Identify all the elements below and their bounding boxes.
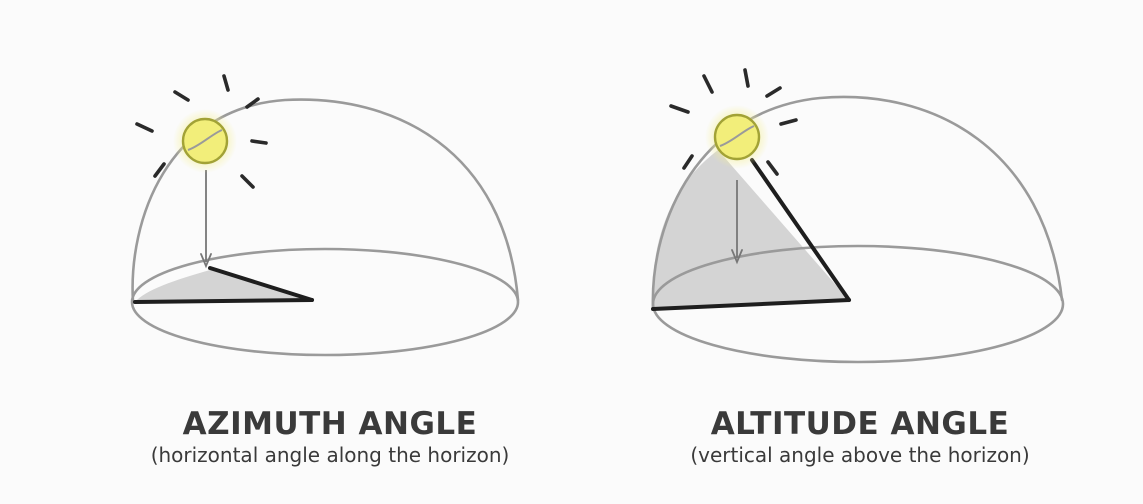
azimuth-direction-line <box>208 266 314 302</box>
altitude-direction-line <box>750 158 851 302</box>
arrow-head-icon <box>731 249 743 265</box>
altitude-caption: ALTITUDE ANGLE (vertical angle above the… <box>600 406 1120 468</box>
sun-icon <box>135 74 268 189</box>
azimuth-reference-line <box>133 298 314 304</box>
dome-icon <box>131 98 520 304</box>
azimuth-subtitle: (horizontal angle along the horizon) <box>150 443 510 467</box>
altitude-diagram <box>651 68 1065 364</box>
altitude-subtitle: (vertical angle above the horizon) <box>690 443 1030 467</box>
azimuth-caption: AZIMUTH ANGLE (horizontal angle along th… <box>70 406 590 468</box>
horizon-ellipse <box>130 247 520 357</box>
azimuth-shaded-wedge <box>135 270 312 302</box>
azimuth-title: AZIMUTH ANGLE <box>182 406 478 442</box>
altitude-base-line <box>651 298 851 311</box>
azimuth-diagram <box>130 74 520 357</box>
altitude-title: ALTITUDE ANGLE <box>710 406 1010 442</box>
sun-icon <box>669 68 798 176</box>
altitude-shaded-region <box>652 150 849 308</box>
dome-icon <box>651 95 1064 310</box>
horizon-ellipse <box>651 244 1065 364</box>
arrow-head-icon <box>200 253 212 269</box>
